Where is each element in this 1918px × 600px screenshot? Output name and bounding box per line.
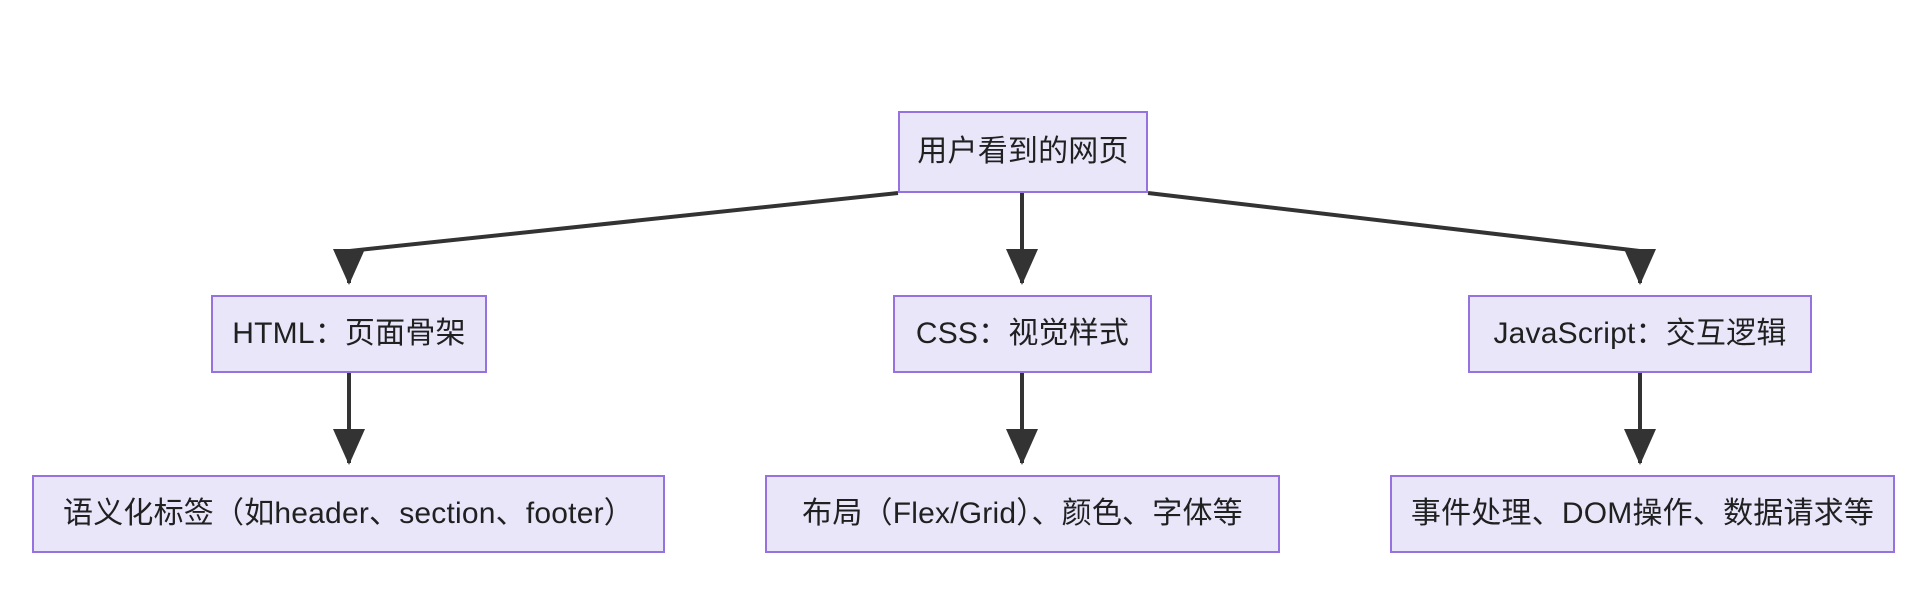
node-label: 事件处理、DOM操作、数据请求等	[1410, 497, 1875, 530]
node-js-events-dom-data[interactable]: 事件处理、DOM操作、数据请求等	[1390, 475, 1895, 553]
node-label: HTML：页面骨架	[232, 317, 466, 350]
node-label: 用户看到的网页	[917, 135, 1129, 168]
node-html[interactable]: HTML：页面骨架	[211, 295, 487, 373]
edge-root-to-js	[1147, 191, 1656, 285]
edge-root-to-html	[333, 191, 899, 285]
node-label: CSS：视觉样式	[915, 317, 1130, 350]
node-html-semantic-tags[interactable]: 语义化标签（如header、section、footer）	[32, 475, 665, 553]
node-label: JavaScript：交互逻辑	[1493, 317, 1787, 350]
node-css[interactable]: CSS：视觉样式	[893, 295, 1152, 373]
node-css-layout-color-font[interactable]: 布局（Flex/Grid）、颜色、字体等	[765, 475, 1280, 553]
node-label: 语义化标签（如header、section、footer）	[63, 497, 634, 530]
node-label: 布局（Flex/Grid）、颜色、字体等	[802, 497, 1243, 530]
node-user-visible-webpage[interactable]: 用户看到的网页	[898, 111, 1148, 193]
node-javascript[interactable]: JavaScript：交互逻辑	[1468, 295, 1812, 373]
